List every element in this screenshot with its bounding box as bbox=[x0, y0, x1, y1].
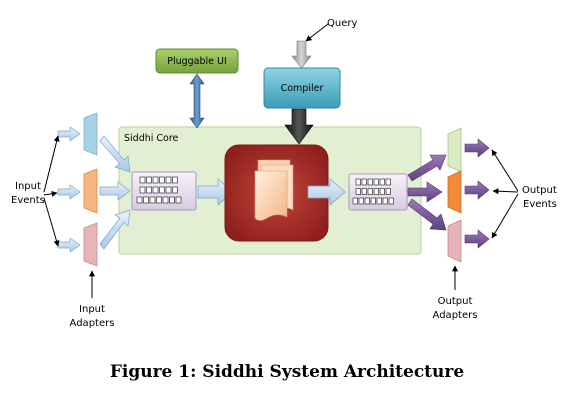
input-adapter-blue bbox=[83, 112, 98, 156]
input-adapter-orange bbox=[83, 168, 98, 214]
input-adapters-label-line1: Input bbox=[79, 304, 105, 315]
output-adapters-label-line2: Adapters bbox=[433, 310, 478, 321]
output-event-queue bbox=[348, 173, 408, 211]
input-queue-slot bbox=[146, 186, 152, 194]
output-queue-slot bbox=[370, 197, 376, 205]
compiler-box bbox=[263, 67, 341, 109]
output-adapters-label-line1: Output bbox=[438, 296, 473, 307]
input-queue-slot bbox=[139, 176, 146, 184]
output-events-pointer-middle bbox=[492, 188, 519, 195]
input-queue-slot bbox=[136, 196, 143, 204]
output-events-pointer-top bbox=[491, 149, 519, 192]
queue-to-output-adapter-arrow-middle bbox=[407, 181, 443, 203]
output-adapter-orange bbox=[447, 170, 462, 214]
siddhi-core-label: Siddhi Core bbox=[124, 133, 179, 144]
output-queue-slot bbox=[352, 197, 358, 205]
query-input-arrow bbox=[291, 40, 312, 69]
output-events-pointer-bottom bbox=[491, 193, 519, 239]
input-event-arrow-1 bbox=[57, 126, 81, 142]
input-events-label-line1: Input bbox=[15, 181, 41, 192]
output-event-arrow-3 bbox=[464, 229, 490, 249]
output-adapter-pink bbox=[447, 219, 462, 263]
output-queue-slot bbox=[388, 197, 394, 205]
input-queue-slot bbox=[162, 196, 169, 204]
processor-to-queue-arrow bbox=[307, 178, 346, 206]
input-queue-slot bbox=[159, 186, 165, 194]
output-queue-slot bbox=[358, 197, 364, 205]
input-events-pointer-bottom bbox=[43, 197, 60, 247]
input-queue-slot bbox=[165, 176, 172, 184]
output-event-arrow-1 bbox=[464, 138, 490, 158]
output-queue-slot bbox=[382, 197, 388, 205]
figure-caption: Figure 1: Siddhi System Architecture bbox=[109, 362, 465, 382]
input-events-pointer-middle bbox=[43, 190, 58, 197]
output-queue-slot bbox=[364, 197, 370, 205]
pluggable-ui-box bbox=[155, 48, 239, 74]
output-queue-slot bbox=[367, 188, 373, 195]
input-event-arrow-3 bbox=[57, 237, 81, 253]
output-queue-slot bbox=[367, 178, 373, 186]
output-queue-slot bbox=[361, 178, 367, 186]
input-events-pointer-top bbox=[43, 135, 60, 193]
pluggable-ui-bidirectional-arrow bbox=[189, 73, 205, 129]
input-queue-slot bbox=[152, 186, 159, 194]
pluggable-ui-label: Pluggable UI bbox=[167, 56, 227, 67]
output-queue-slot bbox=[361, 188, 367, 195]
adapter-to-queue-arrow-middle bbox=[99, 181, 131, 201]
output-queue-slot bbox=[373, 188, 379, 195]
output-queue-slot bbox=[376, 197, 382, 205]
adapter-to-queue-arrow-bottom bbox=[99, 209, 131, 250]
input-queue-slot bbox=[143, 196, 149, 204]
adapter-to-queue-arrow-top bbox=[99, 135, 131, 173]
input-queue-slot bbox=[172, 186, 178, 194]
query-pointer-arrow bbox=[305, 23, 329, 42]
input-queue-slot bbox=[159, 176, 165, 184]
output-queue-slot bbox=[373, 178, 379, 186]
input-queue-slot bbox=[175, 196, 182, 204]
input-queue-slot bbox=[172, 176, 178, 184]
output-events-label-line2: Events bbox=[523, 199, 557, 210]
input-queue-slot bbox=[165, 186, 172, 194]
input-adapters-label-line2: Adapters bbox=[70, 318, 115, 329]
query-documents-icon bbox=[254, 159, 294, 221]
query-label: Query bbox=[327, 18, 357, 29]
output-queue-slot bbox=[385, 188, 391, 195]
queue-to-output-adapter-arrow-top bbox=[407, 154, 447, 182]
input-queue-slot bbox=[139, 186, 146, 194]
compiler-to-processor-arrow bbox=[284, 108, 314, 145]
input-queue-slot bbox=[149, 196, 156, 204]
input-queue-slot bbox=[169, 196, 175, 204]
input-queue-slot bbox=[152, 176, 159, 184]
input-event-queue bbox=[131, 171, 197, 211]
output-queue-slot bbox=[385, 178, 391, 186]
input-events-label-line2: Events bbox=[11, 195, 45, 206]
output-queue-slot bbox=[379, 188, 385, 195]
queue-to-output-adapter-arrow-bottom bbox=[407, 198, 447, 231]
output-event-arrow-2 bbox=[464, 180, 490, 200]
output-events-label-line1: Output bbox=[522, 185, 557, 196]
output-adapter-green bbox=[447, 127, 462, 173]
input-queue-slot bbox=[156, 196, 162, 204]
compiler-label: Compiler bbox=[281, 83, 324, 94]
input-event-arrow-2 bbox=[57, 184, 81, 200]
output-queue-slot bbox=[355, 178, 361, 186]
input-adapter-pink bbox=[83, 222, 98, 267]
output-queue-slot bbox=[355, 188, 361, 195]
input-queue-slot bbox=[146, 176, 152, 184]
output-queue-slot bbox=[379, 178, 385, 186]
